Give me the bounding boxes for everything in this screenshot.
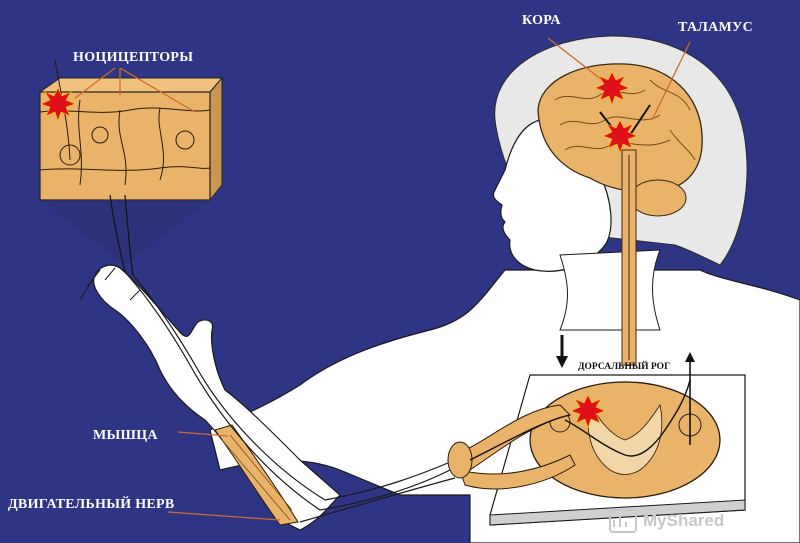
watermark-text: MyShared [643, 511, 724, 531]
label-nociceptors: НОЦИЦЕПТОРЫ [73, 50, 193, 66]
pain-star-skin [41, 88, 75, 121]
pain-star-thalamus [603, 120, 637, 153]
cerebellum [630, 180, 686, 216]
label-thalamus: ТАЛАМУС [678, 20, 753, 36]
pain-star-cortex [595, 72, 629, 105]
neck [560, 250, 660, 330]
inset-cone [40, 200, 210, 265]
pain-star-dorsal-horn [571, 395, 605, 428]
skin-block-side [210, 78, 222, 200]
label-motor-nerve: ДВИГАТЕЛЬНЫЙ НЕРВ [8, 497, 175, 513]
label-muscle: МЫШЦА [93, 428, 158, 444]
skin-block-top [40, 78, 222, 92]
label-dorsal-horn: ДОРСАЛЬНЫЙ РОГ [578, 362, 670, 372]
label-cortex: КОРА [522, 13, 561, 29]
